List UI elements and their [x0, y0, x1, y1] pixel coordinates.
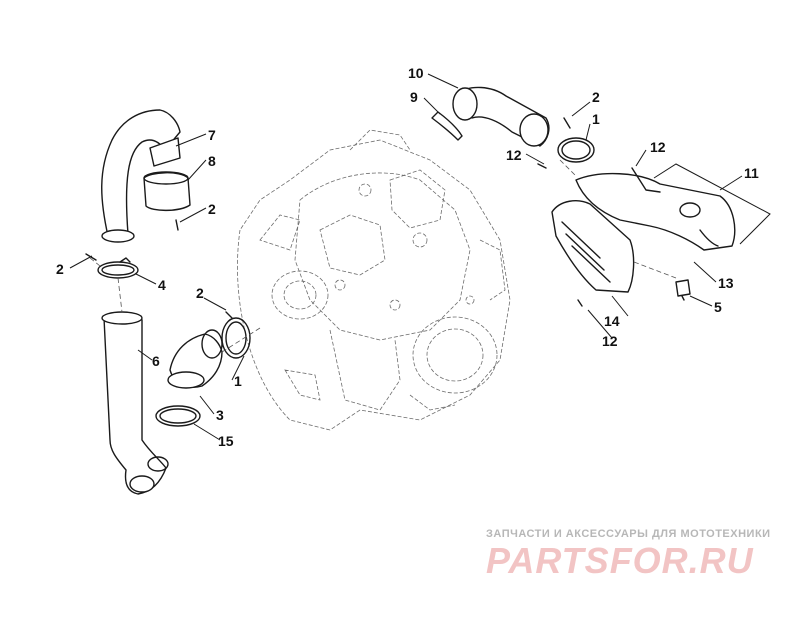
callout-6: 6	[152, 353, 160, 369]
callout-2-left: 2	[56, 261, 64, 277]
callout-15: 15	[218, 433, 234, 449]
callout-2-right: 2	[592, 89, 600, 105]
tube-6-outlet	[147, 456, 169, 472]
coupler-7	[149, 137, 181, 167]
callout-11: 11	[744, 165, 759, 181]
callout-10: 10	[408, 65, 424, 81]
cover-14-ribs	[561, 221, 611, 283]
airbox-detail	[699, 229, 719, 247]
long-tube-6	[103, 313, 167, 495]
clamp-15	[155, 405, 201, 427]
sleeve-8	[143, 172, 191, 212]
guide-left-1	[117, 277, 123, 313]
clamp-15-inner	[159, 408, 197, 424]
upper-hose-end	[101, 229, 135, 243]
frame-11	[653, 163, 771, 245]
guide-right-2	[559, 159, 577, 177]
leader-lines	[69, 73, 743, 441]
cover-14	[551, 200, 635, 293]
bracket-12	[631, 167, 661, 193]
screw-2c	[225, 311, 233, 319]
clamp-1a-inner	[225, 321, 247, 355]
callout-12-top: 12	[650, 139, 666, 155]
watermark-logo: PARTSFOR.RU	[486, 540, 754, 581]
upper-elbow-hose	[101, 109, 181, 237]
watermark-tagline: ЗАПЧАСТИ И АКСЕССУАРЫ ДЛЯ МОТОТЕХНИКИ	[486, 528, 771, 540]
sleeve-8-rim	[143, 171, 189, 185]
fitting-13	[675, 279, 691, 297]
callout-2-mid: 2	[196, 285, 204, 301]
callout-1-left: 1	[234, 373, 242, 389]
callout-4: 4	[158, 277, 166, 293]
boot-3-end	[167, 371, 205, 389]
clamp-9	[431, 111, 463, 141]
callout-3: 3	[216, 407, 224, 423]
screw-2a	[175, 219, 179, 231]
callout-12-bottom: 12	[602, 333, 618, 349]
airbox-port	[679, 202, 701, 218]
tube-6-top	[101, 311, 143, 325]
elbow-10-outlet	[519, 113, 549, 147]
airbox-11	[575, 172, 736, 251]
screw-5	[681, 295, 685, 301]
engine-assembly	[237, 129, 511, 431]
callout-labels: 7 8 2 2 4 6 2 1 3 15 10 9 2 1 12 12 11 1…	[56, 65, 759, 449]
screw-2d	[563, 117, 571, 129]
clamp-1a	[221, 317, 251, 359]
callout-1-right: 1	[592, 111, 600, 127]
clamp-1b	[557, 137, 595, 163]
callout-5: 5	[714, 299, 722, 315]
clamp-4-inner	[101, 264, 135, 276]
screw-12a	[537, 163, 547, 169]
callout-2-left-upper: 2	[208, 201, 216, 217]
tube-6-bottom	[129, 475, 155, 493]
callout-13: 13	[718, 275, 734, 291]
callout-7: 7	[208, 127, 216, 143]
callout-14: 14	[604, 313, 620, 329]
screw-12b	[577, 299, 583, 307]
clamp-1b-inner	[561, 140, 591, 160]
clamp-4-screw	[119, 257, 131, 263]
guide-left-3	[89, 257, 101, 267]
callout-12-left: 12	[506, 147, 522, 163]
elbow-10-inlet	[452, 87, 478, 121]
guide-right-1	[633, 261, 677, 279]
callout-9: 9	[410, 89, 418, 105]
callout-8: 8	[208, 153, 216, 169]
